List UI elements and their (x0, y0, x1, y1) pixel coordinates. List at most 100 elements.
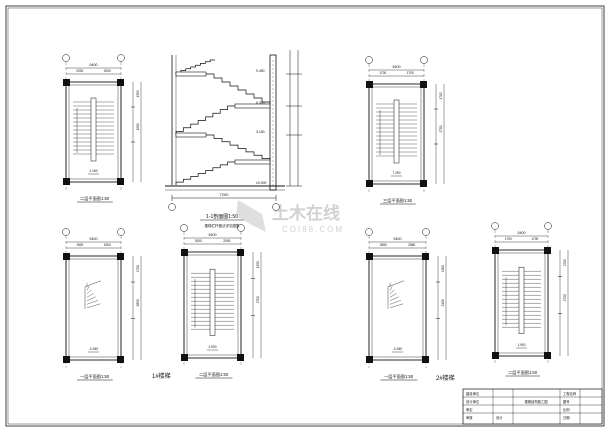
axis-bubble (117, 54, 125, 62)
tb-cell: 建设单位 (466, 391, 480, 396)
plan-inner-wall (371, 86, 422, 182)
watermark-text: 土木在线 (272, 203, 340, 223)
group-label-stair2: 2#楼梯 (436, 374, 455, 382)
dim-label: 2850 (136, 299, 140, 306)
column (117, 356, 124, 363)
column (422, 356, 429, 363)
column (63, 178, 70, 185)
tb-cell: 工程名称 (563, 391, 577, 396)
stair-well (90, 97, 97, 162)
column (492, 352, 499, 359)
plan-title: 一层平面图1:50 (80, 374, 110, 380)
axis-bubble (422, 228, 430, 236)
tb-cell: 日期 (563, 415, 570, 420)
column (117, 79, 124, 86)
tb-cell: 审核 (466, 415, 473, 420)
stair-tread (389, 286, 393, 291)
column (420, 81, 427, 88)
dim-label: 1700 (531, 237, 538, 241)
axis-bubble (491, 222, 499, 230)
section-level-label: 3.150 (256, 130, 265, 134)
stair-plan-5: 5400 2850 2850 1500 2400 -0.450 一层平面图1:50 (365, 228, 447, 381)
column (492, 247, 499, 254)
plan-inner-wall (68, 84, 119, 180)
column (181, 354, 188, 361)
dim-label: 2700 (563, 259, 567, 266)
dim-label: 2400 (441, 299, 445, 306)
stair-well (393, 99, 400, 164)
dim-label: 2700 (563, 294, 567, 301)
tb-cell: 比例 (563, 407, 570, 412)
stair-tread (389, 296, 399, 301)
axis-bubble (544, 222, 552, 230)
dim-label: 1500 (136, 123, 140, 130)
tb-cell: 设计 (496, 415, 503, 420)
plan-title: 二层平面图1:50 (80, 196, 110, 202)
dim-label: 2700 (439, 125, 443, 132)
plan-wall (65, 255, 122, 361)
sheet-inner-border (7, 7, 603, 425)
tb-cell: 图号 (563, 399, 570, 404)
stair-tread (389, 289, 395, 294)
dim-label: 1550 (256, 261, 260, 268)
level-mark: 1.950 (518, 343, 526, 347)
dim-label: 2000 (223, 239, 230, 243)
tb-cell: 设计单位 (466, 399, 480, 404)
column (237, 249, 244, 256)
column (117, 253, 124, 260)
dim-label: 2000 (104, 69, 111, 73)
level-mark: -0.450 (89, 347, 98, 351)
dim-label: 5400 (90, 237, 98, 241)
dim-label: 2850 (408, 243, 415, 247)
level-mark: 2.160 (90, 169, 98, 173)
column (366, 81, 373, 88)
dim-label: 1700 (136, 265, 140, 272)
dim-label: 5400 (209, 233, 217, 237)
column (544, 352, 551, 359)
dim-label: 2000 (195, 239, 202, 243)
watermark-logo: 土木在线 COI88.COM (236, 200, 342, 234)
stair-well (209, 268, 216, 336)
section-axis-dim: 7200 (220, 192, 230, 197)
dim-label: 2000 (76, 69, 83, 73)
axis-bubble (117, 228, 125, 236)
dim-label: 1700 (379, 71, 386, 75)
stair-tread (86, 286, 90, 291)
group-label-stair1: 1#楼梯 (152, 372, 171, 380)
plan-inner-wall (371, 258, 424, 358)
column (366, 356, 373, 363)
plan-title: 一层平面图1:50 (384, 374, 414, 380)
plan-inner-wall (68, 258, 119, 358)
column (420, 180, 427, 187)
column (544, 247, 551, 254)
axis-bubble (62, 54, 70, 62)
dim-label: 2850 (380, 243, 387, 247)
tb-drawing-title: 楼梯结构施工图 (524, 399, 548, 404)
stair-flights (175, 59, 271, 185)
column (63, 253, 70, 260)
dim-label: 1500 (441, 265, 445, 272)
column (422, 253, 429, 260)
stair-tread (86, 289, 92, 294)
axis-bubble (420, 56, 428, 64)
axis-bubble (62, 228, 70, 236)
level-mark: 7.290 (393, 171, 401, 175)
plan-wall (368, 255, 427, 361)
plan-title: 二层平面图1:50 (508, 370, 538, 376)
level-mark: 2.900 (209, 345, 217, 349)
column (366, 180, 373, 187)
level-mark: -0.450 (393, 347, 402, 351)
dim-label: 1700 (439, 92, 443, 99)
dim-label: 5400 (394, 237, 402, 241)
dim-label: 1500 (76, 243, 83, 247)
tb-cell: 审定 (466, 407, 473, 412)
section-level-label: 6.300 (256, 101, 265, 105)
section-title: 1-1剖面图1:50 (206, 213, 238, 220)
stair-tread (86, 303, 101, 308)
column (366, 253, 373, 260)
stair-well (518, 266, 525, 334)
